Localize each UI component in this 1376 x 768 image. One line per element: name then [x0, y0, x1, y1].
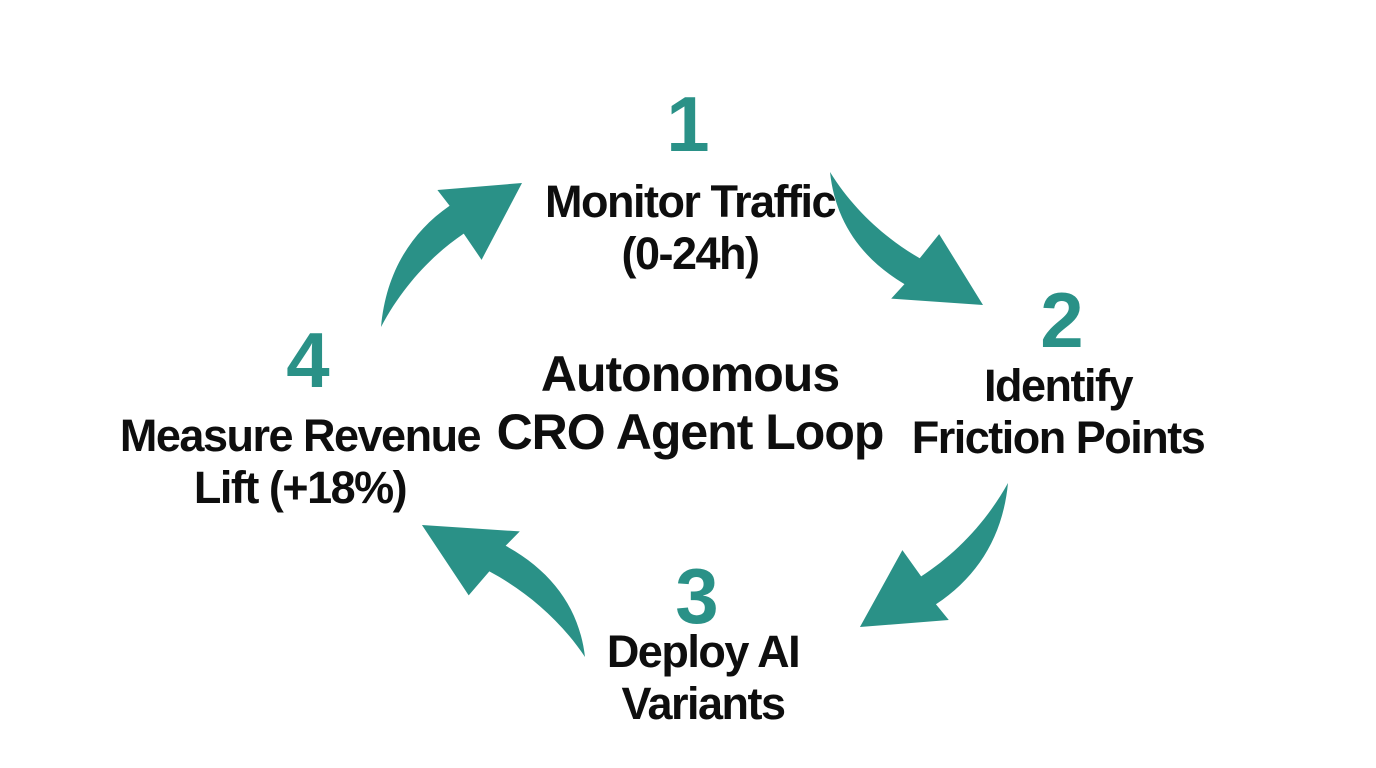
curved-arrow-step4-to-step1-icon: [381, 182, 522, 328]
curved-arrow-step2-to-step3-icon: [859, 482, 1008, 628]
step-1-number: 1: [666, 80, 710, 168]
step-2-label: Identify Friction Points: [911, 360, 1206, 464]
curved-arrow-step3-to-step4-icon: [421, 525, 585, 657]
step-1-label-line2: (0-24h): [621, 228, 760, 279]
step-2-number: 2: [1040, 276, 1084, 364]
step-4-label-line2: Lift (+18%): [193, 462, 408, 513]
step-4-number: 4: [286, 316, 330, 404]
step-3-label: Deploy AI Variants: [606, 626, 801, 730]
step-3-label-line2: Variants: [621, 678, 786, 729]
step-4-label-line1: Measure Revenue: [119, 410, 482, 461]
step-4-label: Measure Revenue Lift (+18%): [119, 410, 482, 514]
curved-arrow-step1-to-step2-icon: [830, 172, 983, 306]
step-3-label-line1: Deploy AI: [606, 626, 801, 677]
diagram-title-line2: CRO Agent Loop: [496, 404, 885, 460]
step-2-label-line1: Identify: [983, 360, 1134, 411]
step-1-label-line1: Monitor Traffic: [545, 176, 837, 227]
diagram-title: Autonomous CRO Agent Loop: [496, 345, 885, 461]
step-2-label-line2: Friction Points: [911, 412, 1206, 463]
diagram-title-line1: Autonomous: [540, 346, 840, 402]
step-3-number: 3: [675, 552, 719, 640]
step-1-label: Monitor Traffic (0-24h): [545, 176, 837, 280]
